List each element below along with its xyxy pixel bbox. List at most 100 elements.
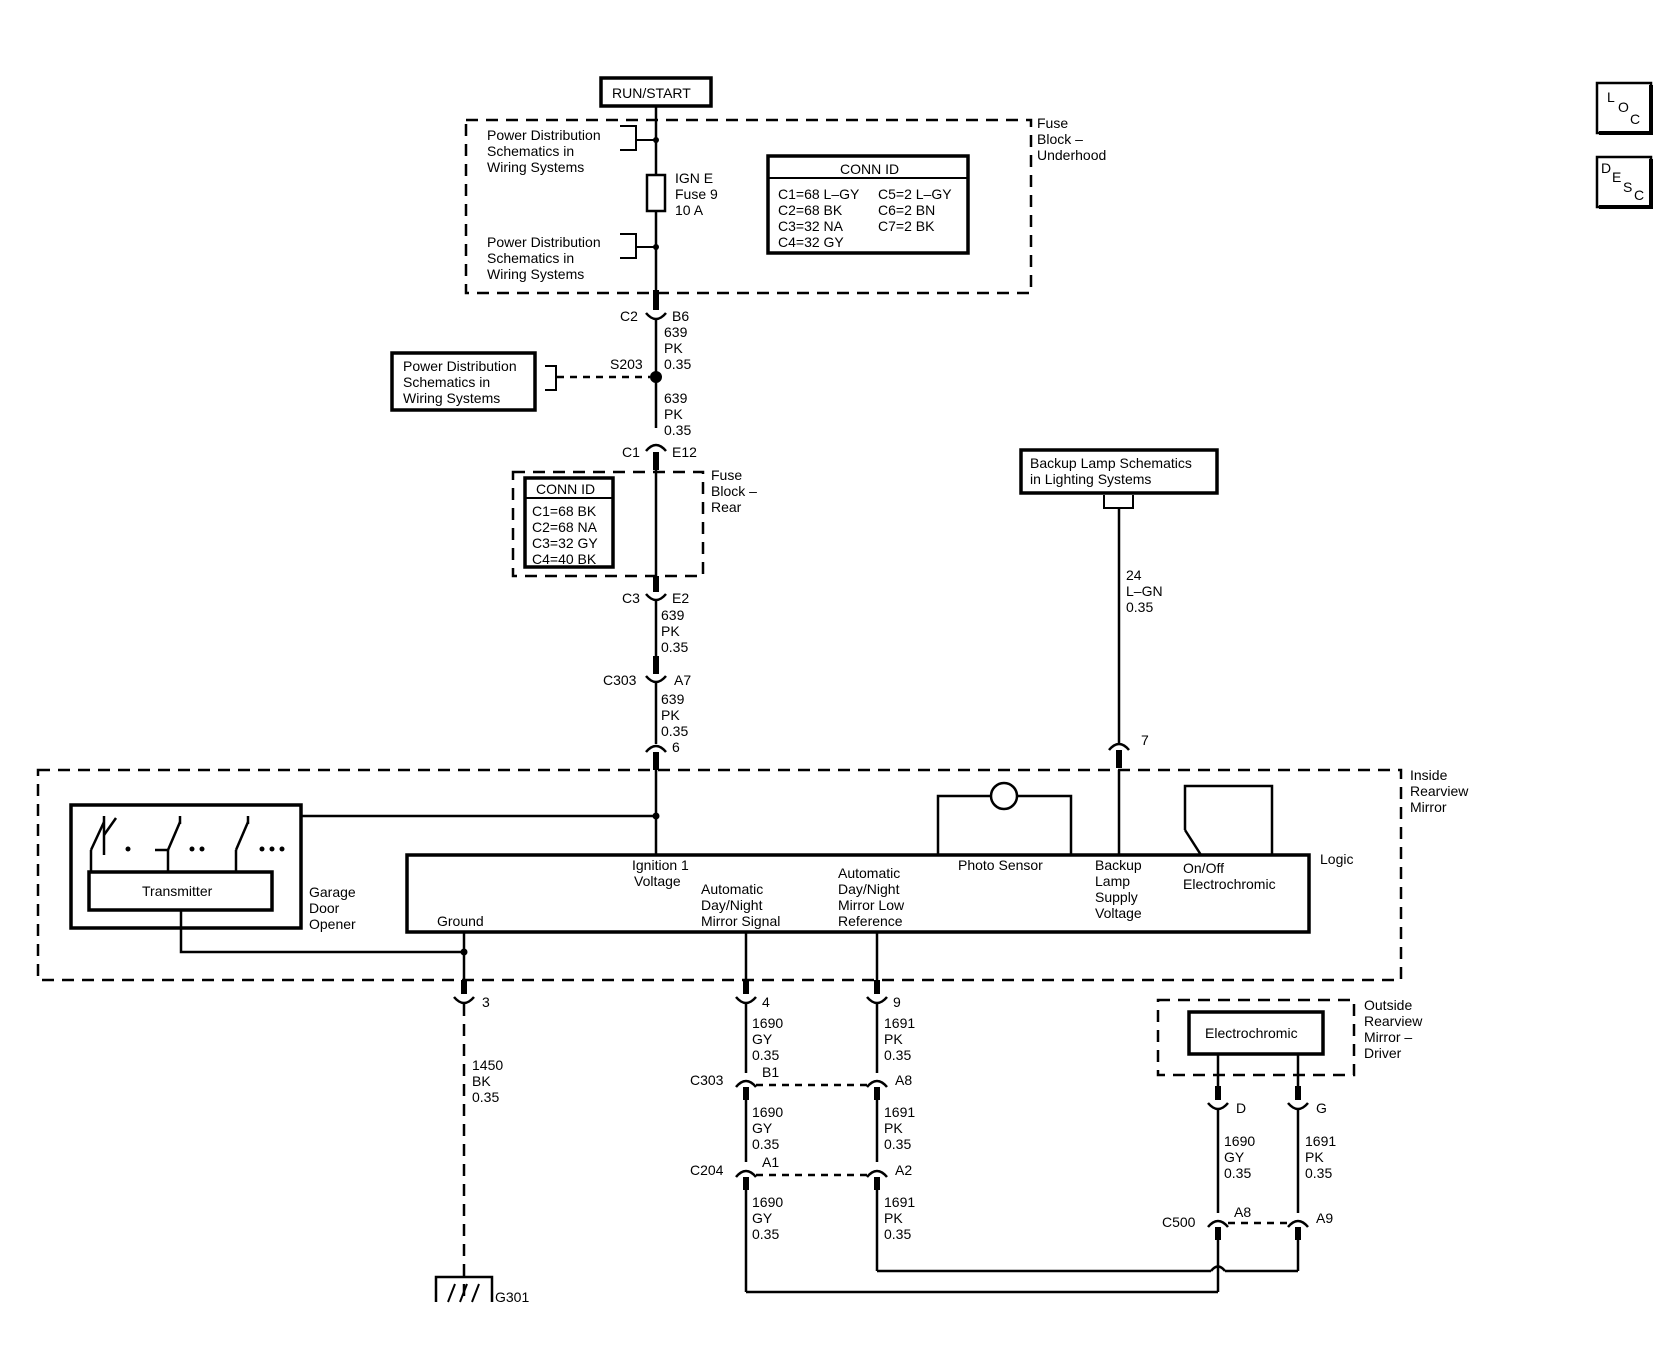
svg-text:Driver: Driver — [1364, 1045, 1402, 1061]
svg-text:0.35: 0.35 — [661, 639, 688, 655]
svg-text:C1=68 BK: C1=68 BK — [532, 503, 597, 519]
loc-icon[interactable]: L O C — [1595, 81, 1653, 135]
svg-text:GY: GY — [752, 1210, 773, 1226]
svg-text:1691: 1691 — [1305, 1133, 1336, 1149]
wire-1691-pk-d: 1691 PK 0.35 — [1305, 1133, 1336, 1181]
svg-text:Block –: Block – — [1037, 131, 1083, 147]
svg-text:0.35: 0.35 — [752, 1136, 779, 1152]
svg-text:BK: BK — [472, 1073, 491, 1089]
svg-text:PK: PK — [664, 340, 683, 356]
svg-text:639: 639 — [661, 691, 685, 707]
svg-text:Schematics in: Schematics in — [403, 374, 490, 390]
svg-text:C: C — [1634, 187, 1644, 203]
wire-1691-pk-a: 1691 PK 0.35 — [884, 1015, 915, 1063]
svg-text:C2=68 NA: C2=68 NA — [532, 519, 598, 535]
splice-s203 — [650, 371, 662, 383]
wire-1690-gy-d: 1690 GY 0.35 — [1224, 1133, 1255, 1181]
svg-text:PK: PK — [884, 1031, 903, 1047]
svg-text:639: 639 — [664, 324, 688, 340]
wire-1690-gy-a: 1690 GY 0.35 — [752, 1015, 783, 1063]
svg-text:Underhood: Underhood — [1037, 147, 1106, 163]
svg-text:Ignition 1: Ignition 1 — [632, 857, 689, 873]
svg-text:C7=2 BK: C7=2 BK — [878, 218, 935, 234]
svg-text:Mirror: Mirror — [1410, 799, 1447, 815]
svg-text:C1: C1 — [622, 444, 640, 460]
svg-text:Inside: Inside — [1410, 767, 1448, 783]
svg-text:A7: A7 — [674, 672, 691, 688]
svg-text:C500: C500 — [1162, 1214, 1196, 1230]
svg-text:PK: PK — [884, 1210, 903, 1226]
wire-1691-pk-c: 1691 PK 0.35 — [884, 1194, 915, 1242]
svg-text:A1: A1 — [762, 1154, 779, 1170]
fuse-block-rear-outline — [511, 470, 705, 578]
auto-dimming-reference-label: Automatic Day/Night Mirror Low Reference — [838, 865, 905, 929]
fuse-block-underhood-outline — [464, 118, 1033, 295]
svg-text:C303: C303 — [690, 1072, 724, 1088]
svg-text:Fuse: Fuse — [711, 467, 742, 483]
svg-text:Voltage: Voltage — [634, 873, 681, 889]
backup-lamp-supply-label: Backup Lamp Supply Voltage — [1095, 857, 1142, 921]
connector-c204-a1: C204 A1 — [690, 1154, 779, 1178]
fuse-ign-e-label: IGN E Fuse 9 10 A — [675, 170, 718, 218]
svg-text:639: 639 — [664, 390, 688, 406]
svg-text:C3=32 GY: C3=32 GY — [532, 535, 598, 551]
svg-text:E12: E12 — [672, 444, 697, 460]
reference-pin-9: 9 — [893, 994, 901, 1010]
run-start-label: RUN/START — [599, 76, 713, 108]
connector-c303-a8: A8 — [895, 1072, 912, 1088]
svg-text:Supply: Supply — [1095, 889, 1138, 905]
svg-text:C3=32 NA: C3=32 NA — [778, 218, 844, 234]
svg-text:639: 639 — [661, 607, 685, 623]
svg-text:C6=2 BN: C6=2 BN — [878, 202, 935, 218]
svg-text:On/Off: On/Off — [1183, 860, 1224, 876]
wire-1450-bk: 1450 BK 0.35 — [472, 1057, 503, 1105]
connector-c3: C3 E2 — [622, 590, 689, 606]
auto-dimming-signal-label: Automatic Day/Night Mirror Signal — [701, 881, 780, 929]
conn-id-table-underhood: CONN ID C1=68 L–GY C5=2 L–GY C2=68 BK C6… — [766, 154, 970, 255]
svg-text:1450: 1450 — [472, 1057, 503, 1073]
svg-text:0.35: 0.35 — [884, 1226, 911, 1242]
svg-text:C4=40 BK: C4=40 BK — [532, 551, 597, 567]
svg-text:C1=68 L–GY: C1=68 L–GY — [778, 186, 860, 202]
svg-text:Rearview: Rearview — [1364, 1013, 1423, 1029]
svg-text:0.35: 0.35 — [1126, 599, 1153, 615]
ground-label: Ground — [437, 913, 484, 929]
connector-c2: C2 B6 — [620, 308, 689, 324]
svg-text:Fuse: Fuse — [1037, 115, 1068, 131]
svg-text:Day/Night: Day/Night — [701, 897, 763, 913]
svg-text:CONN ID: CONN ID — [840, 161, 899, 177]
wire-639-pk-b: 639 PK 0.35 — [664, 390, 691, 438]
svg-text:B6: B6 — [672, 308, 689, 324]
wire-639-pk-c: 639 PK 0.35 — [661, 607, 688, 655]
outside-rearview-mirror-label: Outside Rearview Mirror – Driver — [1364, 997, 1423, 1061]
wire-1690-gy-b: 1690 GY 0.35 — [752, 1104, 783, 1152]
desc-icon[interactable]: D E S C — [1595, 155, 1653, 209]
svg-text:A8: A8 — [1234, 1204, 1251, 1220]
svg-text:Schematics in: Schematics in — [487, 250, 574, 266]
svg-text:1691: 1691 — [884, 1104, 915, 1120]
svg-text:E: E — [1612, 169, 1621, 185]
conn-id-table-rear: CONN ID C1=68 BK C2=68 NA C3=32 GY C4=40… — [523, 476, 615, 569]
svg-text:L–GN: L–GN — [1126, 583, 1163, 599]
svg-text:Door: Door — [309, 900, 340, 916]
fuse-block-rear-label: Fuse Block – Rear — [711, 467, 757, 515]
connector-c500: C500 A8 A9 — [1162, 1204, 1333, 1230]
svg-text:Mirror Low: Mirror Low — [838, 897, 905, 913]
outside-rearview-mirror-outline — [1156, 998, 1356, 1077]
svg-text:O: O — [1618, 99, 1629, 115]
svg-text:Electrochromic: Electrochromic — [1183, 876, 1276, 892]
svg-text:Transmitter: Transmitter — [142, 883, 213, 899]
signal-pin-4: 4 — [762, 994, 770, 1010]
ignition-voltage-label: Ignition 1 Voltage — [632, 857, 689, 889]
svg-text:L: L — [1607, 89, 1615, 105]
outside-mirror-pin-g: G — [1316, 1100, 1327, 1116]
fuse-block-underhood-label: Fuse Block – Underhood — [1037, 115, 1106, 163]
wire-1690-gy-c: 1690 GY 0.35 — [752, 1194, 783, 1242]
svg-text:IGN E: IGN E — [675, 170, 713, 186]
svg-text:GY: GY — [752, 1031, 773, 1047]
svg-text:Day/Night: Day/Night — [838, 881, 900, 897]
svg-text:Backup Lamp Schematics: Backup Lamp Schematics — [1030, 455, 1192, 471]
svg-text:Reference: Reference — [838, 913, 903, 929]
inside-rearview-mirror-label: Inside Rearview Mirror — [1410, 767, 1469, 815]
svg-text:E2: E2 — [672, 590, 689, 606]
